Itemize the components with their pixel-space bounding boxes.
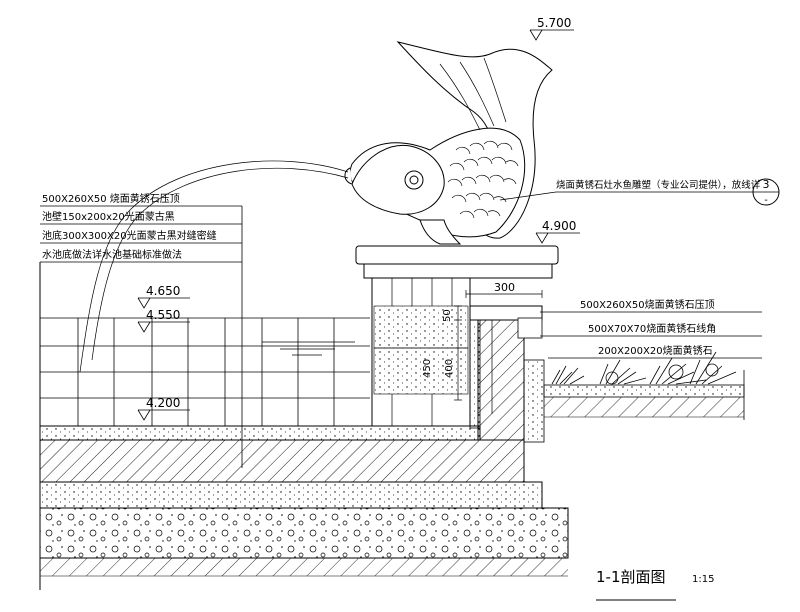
pier-cap-lower [363, 263, 553, 279]
right-note-paving: 200X200X20烧面黄锈石 [598, 344, 713, 357]
concrete-slab [39, 439, 525, 483]
edge-stone [517, 317, 543, 339]
elev-pool-bottom: 4.200 [146, 396, 180, 410]
fish-head [351, 144, 445, 215]
drawing-title-block: 1-1剖面图 1:15 [596, 568, 714, 601]
water-spout [79, 160, 349, 373]
gravel-layer [39, 507, 569, 559]
pool-tile-grid [39, 262, 370, 590]
drawing-title: 1-1剖面图 [596, 568, 666, 586]
sculpture-pier [355, 245, 559, 427]
paving-strip [543, 384, 745, 398]
fish-mouth [344, 167, 353, 185]
elevation-markers [137, 29, 580, 421]
pier-infill-bottom [373, 347, 469, 395]
drawing-scale: 1:15 [692, 574, 714, 585]
fish-scales [447, 140, 519, 219]
left-note-1: 500X260X50 烧面黄锈石压顶 [42, 192, 180, 205]
outer-footing [523, 359, 545, 443]
right-note-sculpture: 烧面黄锈石灶水鱼雕塑（专业公司提供），放线详 [556, 179, 761, 191]
dim-height-2: 400 [444, 359, 455, 378]
left-notes-leaders [40, 205, 243, 468]
elev-top-pier: 4.900 [542, 219, 576, 233]
ground-plants [551, 351, 737, 385]
fish-sculpture [344, 41, 553, 245]
pier-infill-top [373, 305, 469, 349]
stippled-base [39, 481, 543, 509]
right-notes-leaders [499, 191, 762, 359]
pool-wall [477, 317, 525, 441]
elev-wall-top: 4.650 [146, 284, 180, 298]
pool-wall-finish [469, 317, 481, 429]
elev-water-level: 4.550 [146, 308, 180, 322]
dim-width: 300 [494, 281, 515, 294]
fish-base [419, 219, 462, 245]
left-note-3: 池底300X300X20光面蒙古黑对缝密缝 [42, 229, 217, 242]
pool-floor-finish [39, 425, 481, 441]
tail-fin-lines [439, 57, 507, 131]
compacted-earth [40, 558, 568, 576]
right-note-coping: 500X260X50烧面黄锈石压顶 [580, 298, 715, 311]
pool-structure [39, 305, 545, 443]
planter-area [543, 351, 745, 420]
pier-cap [355, 245, 559, 265]
callout-sheet: - [764, 195, 768, 206]
water-level-marks [262, 341, 355, 356]
foundation-layers [39, 439, 569, 577]
dim-small: 50 [442, 309, 453, 322]
callout-number: 3 [763, 178, 770, 191]
dimension-lines [454, 290, 543, 414]
dim-height-1: 450 [422, 359, 433, 378]
detail-callout: 3 - [752, 178, 780, 206]
elev-top-sculpture: 5.700 [537, 16, 571, 30]
right-note-edge: 500X70X70烧面黄锈石线角 [588, 322, 716, 335]
left-note-4: 水池底做法详水池基础标准做法 [42, 248, 182, 261]
paving-earth [544, 397, 744, 417]
left-note-2: 池壁150x200x20光面蒙古黑 [42, 210, 175, 223]
